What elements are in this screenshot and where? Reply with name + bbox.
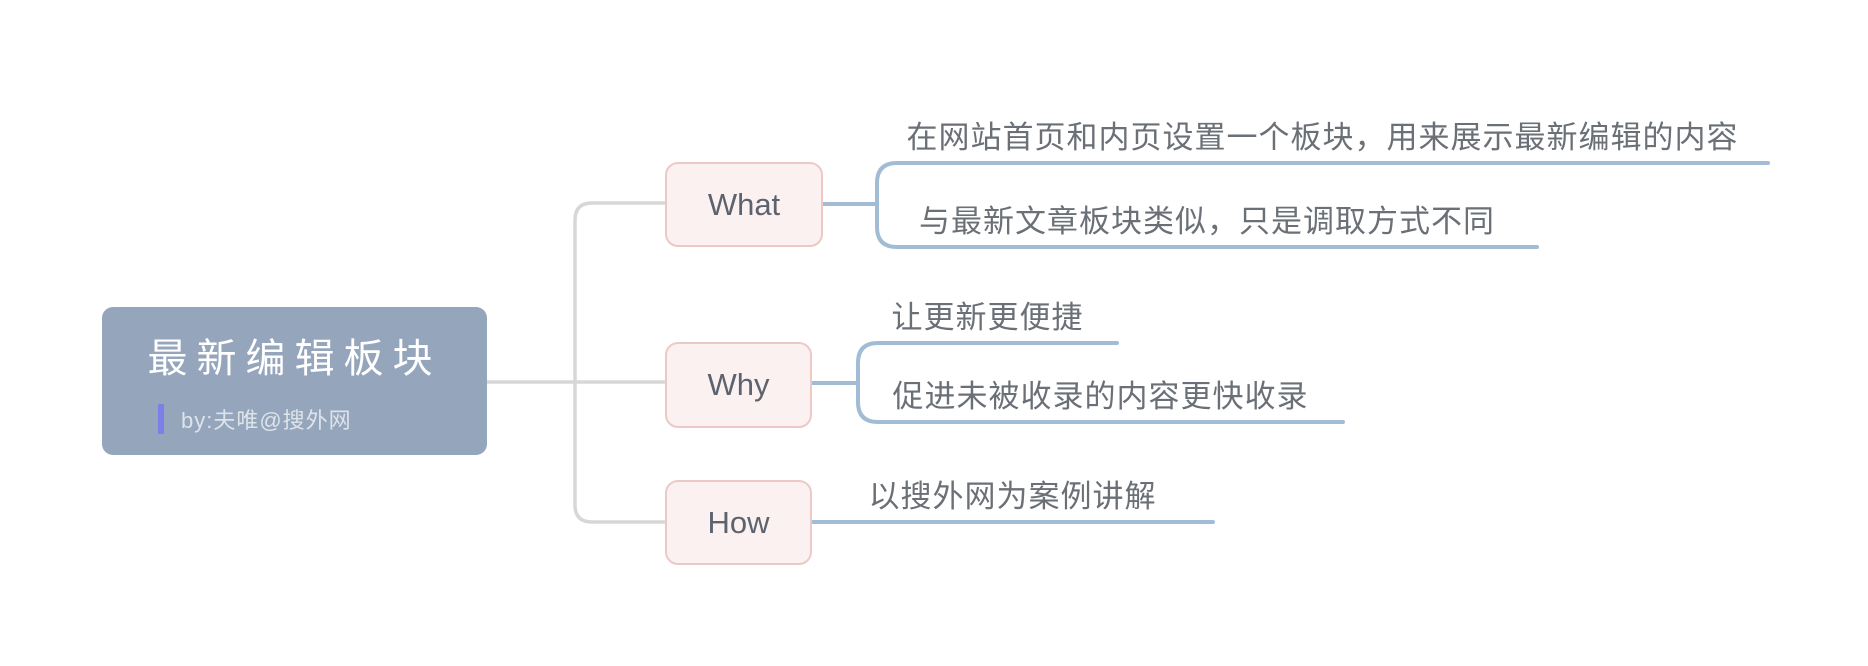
branch-node-why[interactable]: Why xyxy=(665,342,812,428)
root-node[interactable]: 最新编辑板块 by:夫唯@搜外网 xyxy=(102,307,487,455)
branch-label-how: How xyxy=(707,504,770,540)
leaf-node-why-2[interactable]: 促进未被收录的内容更快收录 xyxy=(892,379,1309,414)
leaf-node-why-1[interactable]: 让更新更便捷 xyxy=(891,300,1084,335)
branch-label-why: Why xyxy=(707,367,770,402)
branch-node-what[interactable]: What xyxy=(665,162,823,247)
root-subtitle: by:夫唯@搜外网 xyxy=(158,403,352,435)
leaf-node-what-2[interactable]: 与最新文章板块类似，只是调取方式不同 xyxy=(919,204,1495,239)
subtitle-accent-bar-icon xyxy=(158,404,164,434)
leaf-node-how-1[interactable]: 以搜外网为案例讲解 xyxy=(868,479,1157,514)
root-title: 最新编辑板块 xyxy=(147,337,442,381)
leaf-node-what-1[interactable]: 在网站首页和内页设置一个板块，用来展示最新编辑的内容 xyxy=(906,120,1739,155)
branch-node-how[interactable]: How xyxy=(665,480,812,565)
root-subtitle-text: by:夫唯@搜外网 xyxy=(181,408,352,433)
branch-label-what: What xyxy=(707,186,781,222)
root-branch-elbow-connector xyxy=(573,201,667,524)
